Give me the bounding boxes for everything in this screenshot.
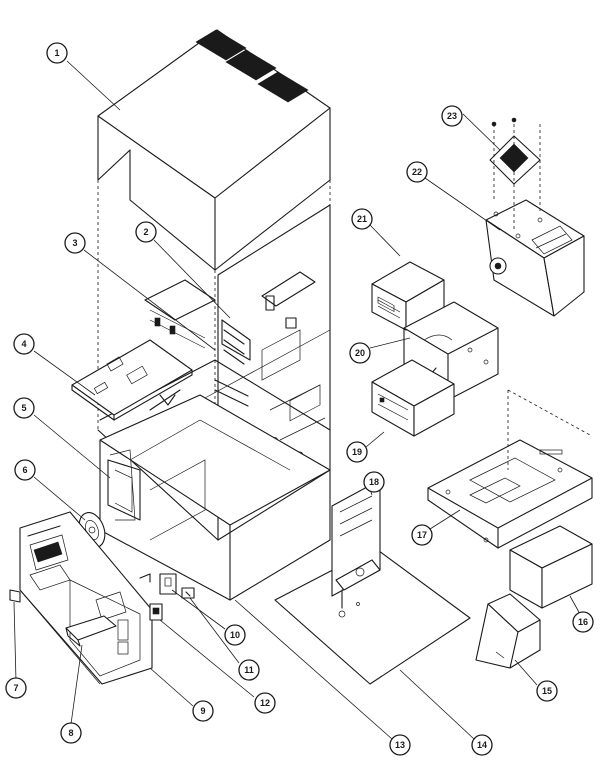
callout-22: 22: [406, 161, 428, 183]
callout-8: 8: [60, 722, 82, 744]
part-top-cover: [97, 29, 331, 271]
callout-19-label: 19: [352, 447, 362, 457]
callout-12-label: 12: [260, 698, 270, 708]
part-base-plate: [427, 389, 593, 549]
callout-13: 13: [389, 734, 411, 756]
callout-23-label: 23: [447, 111, 457, 121]
callout-20: 20: [349, 342, 371, 364]
callout-14-label: 14: [477, 740, 487, 750]
part-side-bracket: [107, 459, 141, 521]
part-drive-19: [371, 359, 455, 437]
callout-6-label: 6: [22, 465, 27, 475]
callout-7: 7: [5, 677, 27, 699]
callout-5: 5: [13, 397, 35, 419]
callout-23: 23: [441, 105, 463, 127]
part-card-stack: [144, 279, 216, 349]
part-vertical-board: [331, 479, 381, 618]
callout-19: 19: [346, 441, 368, 463]
callout-11: 11: [238, 659, 260, 681]
callout-10: 10: [224, 624, 246, 646]
callout-9-label: 9: [200, 706, 205, 716]
part-bracket-15: [475, 593, 541, 669]
callout-4-label: 4: [21, 339, 26, 349]
part-front-bezel: [19, 511, 153, 685]
part-circuit-board: [71, 339, 193, 421]
callout-2-label: 2: [143, 227, 148, 237]
part-slot-cover: [65, 615, 117, 647]
part-fan: [489, 117, 541, 230]
callout-20-label: 20: [355, 348, 365, 358]
callout-6: 6: [14, 459, 36, 481]
callout-7-label: 7: [13, 683, 18, 693]
part-box-16: [509, 525, 593, 609]
callout-22-label: 22: [412, 167, 422, 177]
callout-16-label: 16: [578, 617, 588, 627]
callout-17: 17: [411, 524, 433, 546]
callout-4: 4: [13, 333, 35, 355]
callout-1: 1: [46, 42, 68, 64]
callout-12: 12: [254, 692, 276, 714]
callout-3: 3: [64, 232, 86, 254]
callout-3-label: 3: [72, 238, 77, 248]
part-power-supply: [485, 199, 585, 317]
callout-11-label: 11: [244, 665, 254, 675]
part-drive-21: [371, 261, 445, 331]
part-bracket: [214, 271, 316, 407]
callout-2: 2: [135, 221, 157, 243]
callout-9: 9: [192, 700, 214, 722]
callout-8-label: 8: [68, 728, 73, 738]
callout-14: 14: [471, 734, 493, 756]
callout-15: 15: [536, 680, 558, 702]
part-small-hardware: [139, 573, 195, 621]
leader-lines: [13, 60, 581, 740]
part-base-chassis: [99, 394, 331, 601]
part-small-key: [9, 589, 21, 603]
callout-21-label: 21: [357, 214, 367, 224]
callout-18-label: 18: [369, 477, 379, 487]
callout-16: 16: [572, 611, 594, 633]
callout-1-label: 1: [54, 48, 59, 58]
callout-18: 18: [363, 471, 385, 493]
top-cover-vents: [195, 29, 309, 103]
callout-15-label: 15: [542, 686, 552, 696]
callout-17-label: 17: [417, 530, 427, 540]
callout-10-label: 10: [230, 630, 240, 640]
callout-13-label: 13: [395, 740, 405, 750]
callout-21: 21: [351, 208, 373, 230]
callout-5-label: 5: [21, 403, 26, 413]
